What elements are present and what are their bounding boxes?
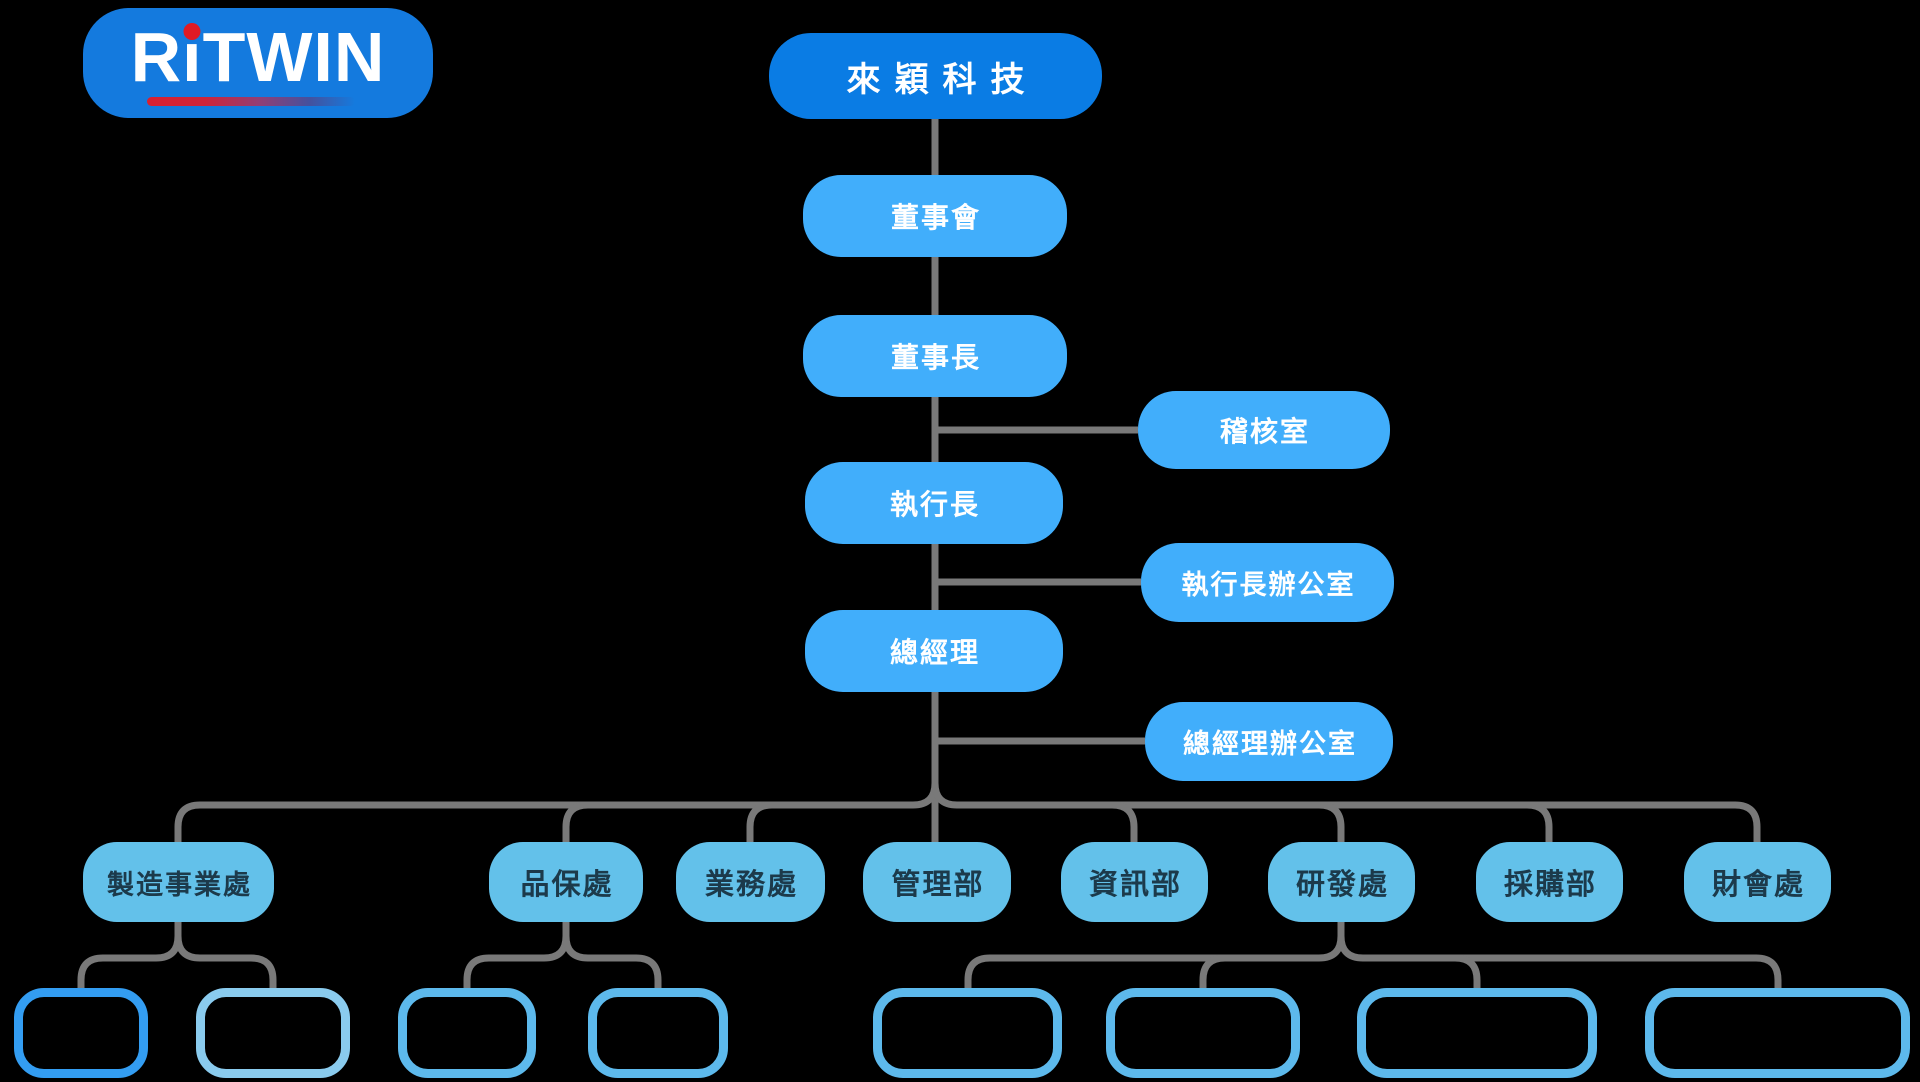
org-node-subunit-4 (588, 988, 728, 1078)
org-node-dept-it: 資訊部 (1061, 842, 1208, 922)
org-node-dept-manufacturing: 製造事業處 (83, 842, 274, 922)
org-node-subunit-3 (398, 988, 536, 1078)
org-node-audit-office: 稽核室 (1138, 391, 1390, 469)
logo-i-dot (183, 23, 201, 40)
org-node-subunit-2 (196, 988, 350, 1078)
org-node-board: 董事會 (803, 175, 1067, 257)
org-node-dept-qa: 品保處 (489, 842, 643, 922)
logo-underline (147, 97, 355, 106)
org-node-chairman: 董事長 (803, 315, 1067, 397)
org-node-gm: 總經理 (805, 610, 1063, 692)
org-node-dept-sales: 業務處 (676, 842, 825, 922)
org-node-subunit-6 (1106, 988, 1300, 1078)
org-node-subunit-8 (1645, 988, 1910, 1078)
org-node-subunit-7 (1357, 988, 1597, 1078)
org-node-ceo-office: 執行長辦公室 (1141, 543, 1394, 622)
org-node-subunit-5 (873, 988, 1062, 1078)
org-node-dept-finance: 財會處 (1684, 842, 1831, 922)
org-node-dept-rd: 研發處 (1268, 842, 1415, 922)
org-node-subunit-1 (14, 988, 148, 1078)
org-node-gm-office: 總經理辦公室 (1145, 702, 1393, 781)
org-node-company: 來穎科技 (769, 33, 1102, 119)
org-node-ceo: 執行長 (805, 462, 1063, 544)
org-node-dept-purchasing: 採購部 (1476, 842, 1623, 922)
org-node-dept-admin: 管理部 (863, 842, 1011, 922)
